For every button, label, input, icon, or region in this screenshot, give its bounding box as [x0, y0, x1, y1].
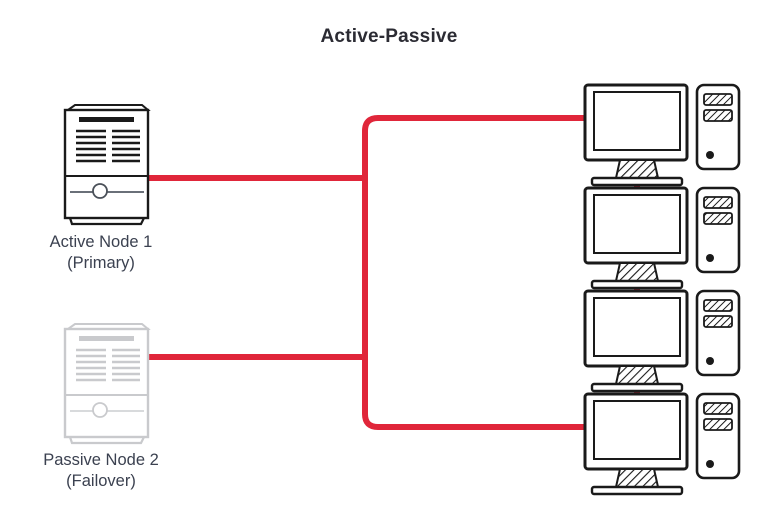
server-tower-icon-passive[interactable] [63, 323, 151, 445]
node-label-passive-role: (Failover) [66, 472, 136, 490]
desktop-computer-icon-3[interactable] [583, 289, 741, 393]
node-label-active-role: (Primary) [67, 254, 135, 272]
desktop-computer-icon-2[interactable] [583, 186, 741, 290]
link-trunk-bus [362, 115, 600, 430]
page-title: Active-Passive [320, 26, 458, 47]
network-links [145, 115, 640, 430]
server-tower-icon-active[interactable] [63, 104, 151, 226]
node-label-passive-name: Passive Node 2 [43, 451, 159, 469]
desktop-computer-icon-1[interactable] [583, 83, 741, 187]
node-label-active: Active Node 1 (Primary) [0, 232, 211, 274]
node-label-passive: Passive Node 2 (Failover) [0, 450, 211, 492]
desktop-computer-icon-4[interactable] [583, 392, 741, 496]
node-label-active-name: Active Node 1 [49, 233, 153, 251]
